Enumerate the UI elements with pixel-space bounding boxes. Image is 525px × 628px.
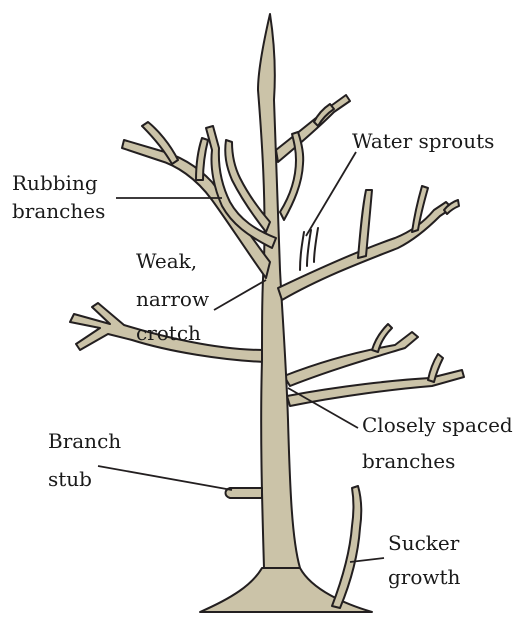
label-stub-line2: stub bbox=[48, 467, 92, 491]
label-closely-line2: branches bbox=[362, 449, 455, 473]
water-sprout-3 bbox=[314, 228, 318, 262]
water-sprout-2 bbox=[307, 230, 311, 266]
right-limb-upper bbox=[284, 332, 418, 386]
label-rubbing-line2: branches bbox=[12, 199, 105, 223]
label-rubbing-line1: Rubbing bbox=[12, 171, 98, 195]
label-weak-line1: Weak, bbox=[136, 249, 197, 273]
branch-stub-leader bbox=[98, 466, 232, 490]
label-water-sprouts: Water sprouts bbox=[352, 129, 494, 153]
water-sprout-1 bbox=[300, 232, 304, 270]
label-stub-line1: Branch bbox=[48, 429, 121, 453]
label-weak-line2: narrow bbox=[136, 287, 209, 311]
left-scaffold-sprig-2 bbox=[196, 138, 208, 180]
tree-illustration bbox=[70, 14, 464, 612]
label-weak-line3: crotch bbox=[136, 321, 201, 345]
sucker-growth bbox=[332, 486, 361, 608]
weak-crotch-leader bbox=[214, 280, 266, 310]
water-sprouts-leader bbox=[306, 152, 356, 236]
upper-right-branch bbox=[276, 95, 350, 162]
label-sucker-line2: growth bbox=[388, 565, 461, 589]
label-sucker-line1: Sucker bbox=[388, 531, 460, 555]
label-closely-line1: Closely spaced bbox=[362, 413, 513, 437]
